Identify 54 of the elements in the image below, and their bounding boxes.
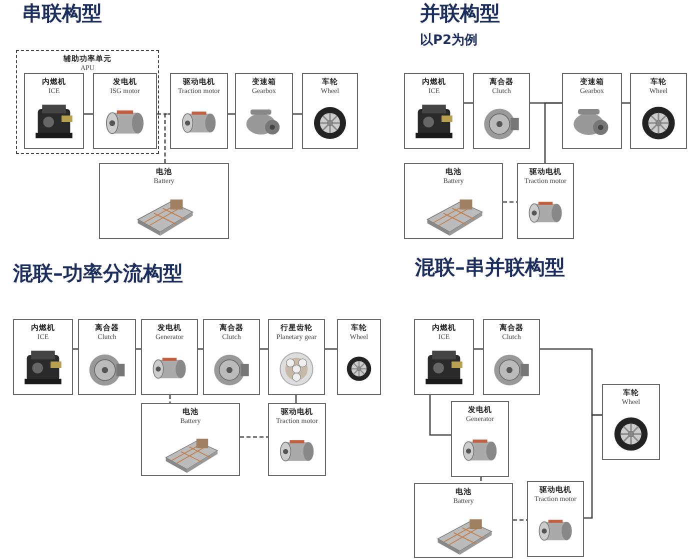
connector-line (480, 477, 482, 483)
component-box (141, 403, 240, 476)
connector-line (464, 102, 473, 104)
component-box (203, 319, 260, 395)
component-box (414, 483, 513, 558)
component-box (451, 401, 509, 477)
section-heading: 混联–串并联构型 (415, 254, 565, 280)
component-box (562, 73, 622, 149)
connector-line (260, 348, 268, 350)
section-subheading: 以P2为例 (420, 32, 478, 50)
component-box (235, 73, 293, 149)
component-box (78, 319, 136, 395)
connector-line (157, 113, 170, 115)
component-box (268, 319, 325, 395)
component-box (24, 73, 84, 149)
component-box (483, 319, 540, 395)
component-box (602, 384, 660, 460)
connector-line (293, 113, 302, 115)
connector-line (429, 395, 451, 436)
connector-line (84, 113, 93, 115)
component-box (268, 403, 326, 476)
component-box (302, 73, 358, 149)
connector-line (240, 436, 268, 438)
component-box (170, 73, 228, 149)
component-box (404, 163, 503, 239)
connector-line (544, 102, 562, 163)
component-box (517, 163, 574, 239)
connector-line (73, 348, 78, 350)
component-box (404, 73, 464, 149)
connector-line (622, 102, 630, 104)
component-box (527, 481, 584, 557)
group-box (16, 50, 159, 154)
section-heading: 并联构型 (420, 0, 500, 26)
connector-line (513, 519, 527, 521)
connector-line (198, 348, 203, 350)
connector-line (295, 395, 297, 403)
connector-line (164, 113, 170, 163)
component-box (414, 319, 474, 395)
component-box (13, 319, 73, 395)
connector-line (474, 348, 483, 350)
component-box (337, 319, 381, 395)
section-heading: 混联–功率分流构型 (13, 260, 183, 286)
connector-line (228, 113, 235, 115)
component-box (93, 73, 157, 149)
component-box (141, 319, 198, 395)
connector-line (325, 348, 337, 350)
section-heading: 串联构型 (22, 0, 102, 26)
component-box (99, 163, 229, 239)
component-box (473, 73, 530, 149)
connector-line (503, 201, 517, 203)
connector-line (169, 395, 171, 403)
connector-line (136, 348, 141, 350)
connector-line (584, 414, 602, 519)
component-box (630, 73, 687, 149)
